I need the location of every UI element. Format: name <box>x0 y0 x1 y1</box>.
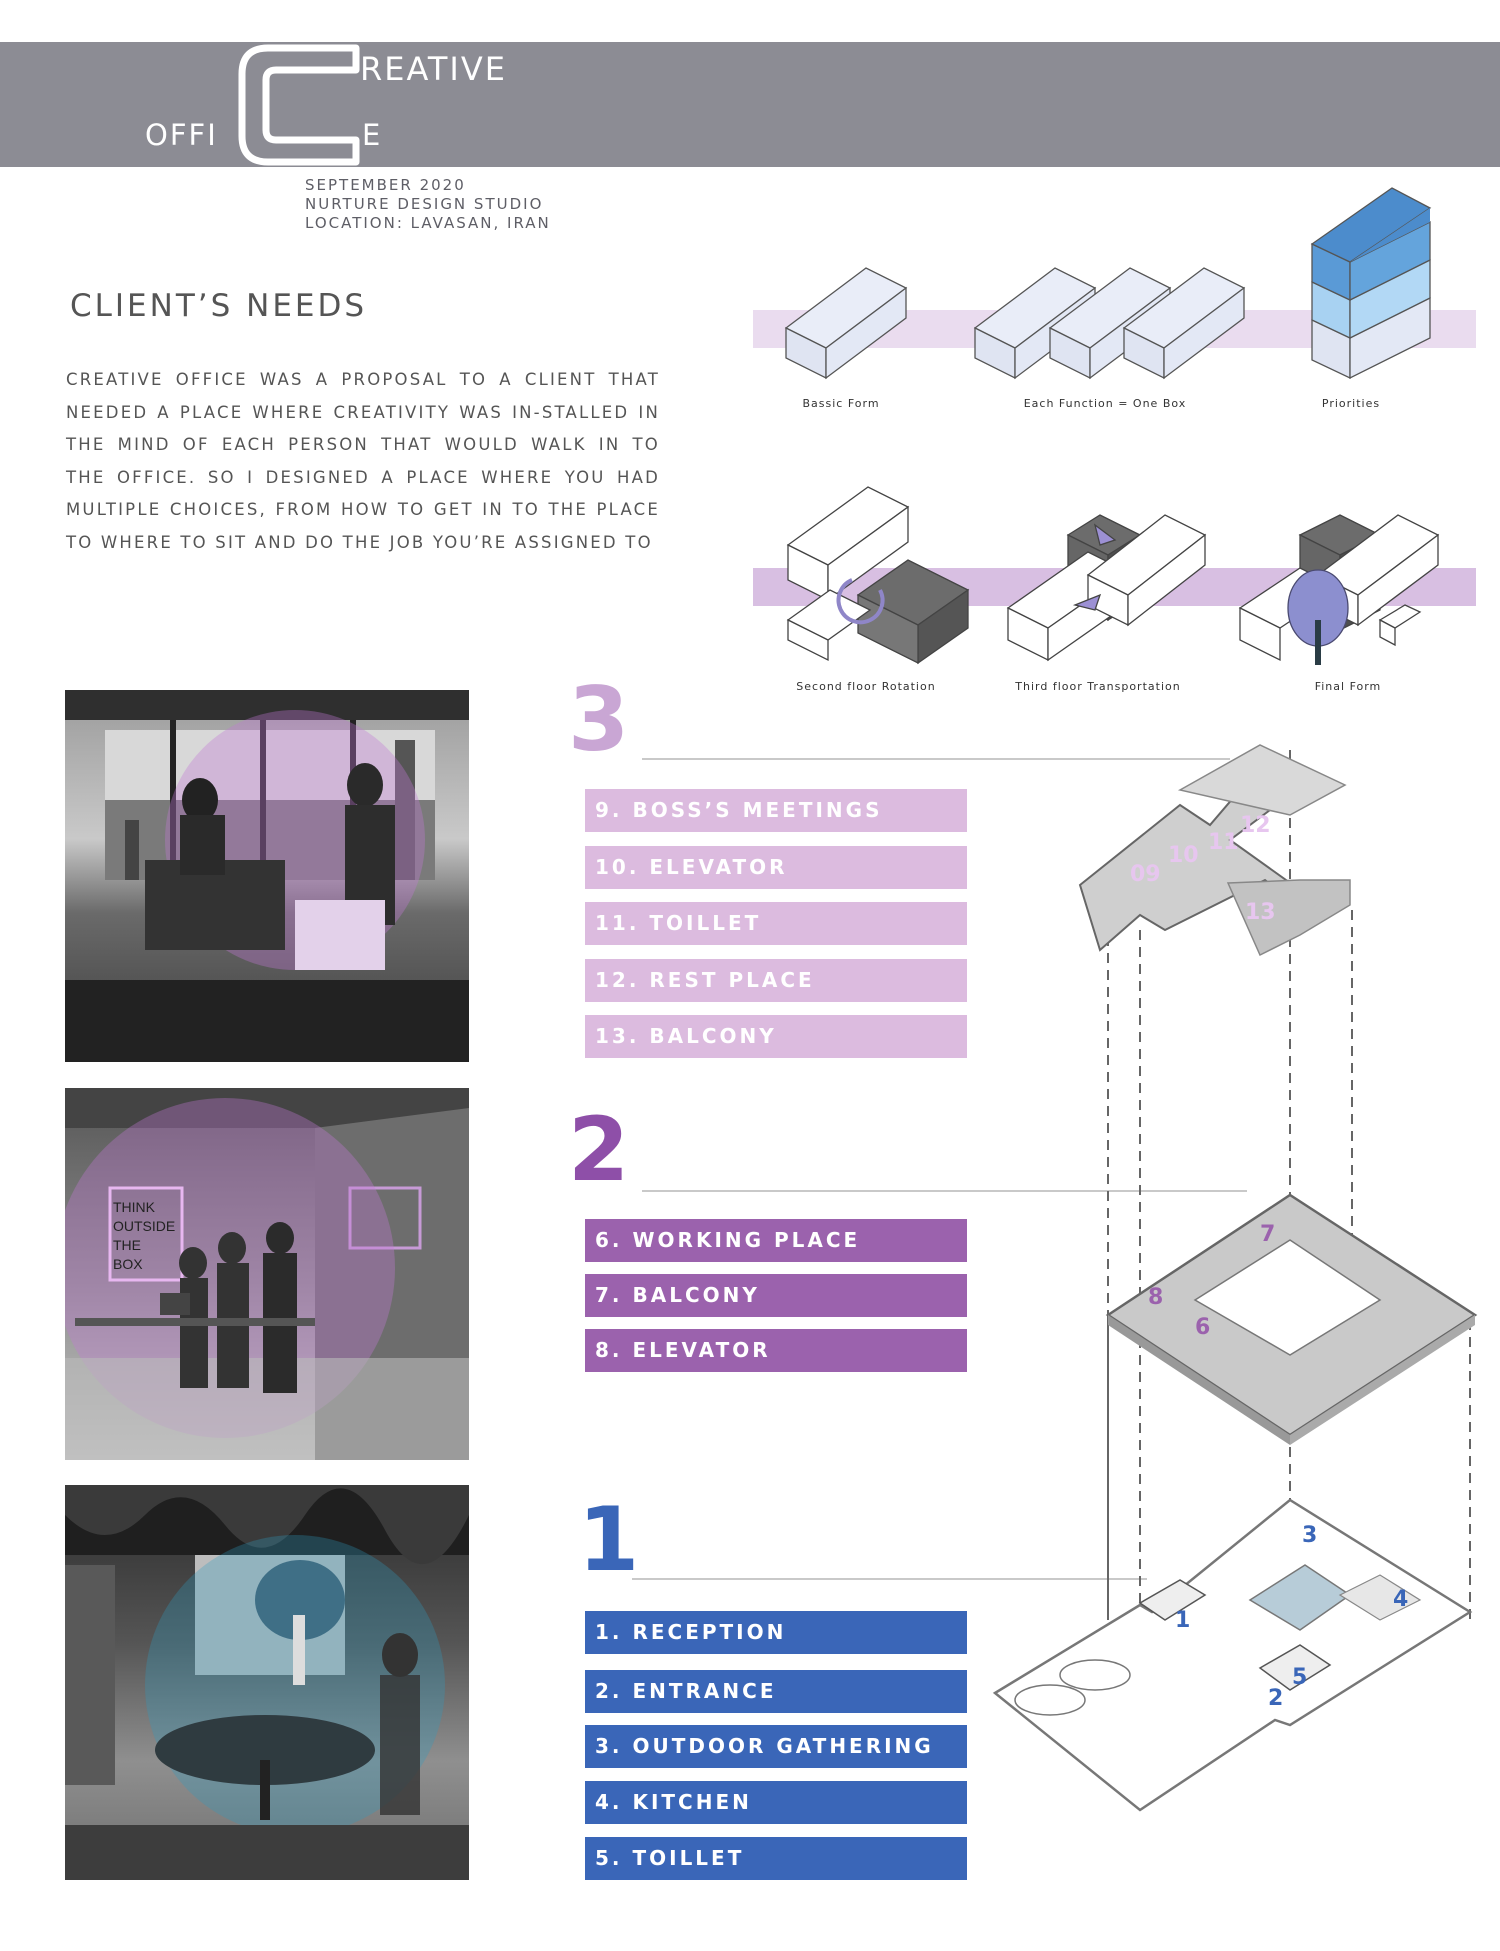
plan-num-8: 8 <box>1148 1285 1164 1310</box>
floor-2-label-6: 6. WORKING PLACE <box>585 1219 967 1262</box>
needs-heading: CLIENT’S NEEDS <box>70 288 368 324</box>
render-lounge <box>65 1485 469 1880</box>
plan-num-3: 3 <box>1302 1523 1318 1548</box>
box-each-3 <box>1122 267 1246 380</box>
floor-1-label-2: 2. ENTRANCE <box>585 1670 967 1713</box>
floor-3-number: 3 <box>568 668 630 771</box>
plan-num-1: 1 <box>1175 1608 1191 1633</box>
plan-floor-2 <box>1105 1193 1478 1445</box>
floor-1-label-3: 3. OUTDOOR GATHERING <box>585 1725 967 1768</box>
title-office-right: E <box>362 118 383 152</box>
plan-num-6: 6 <box>1195 1315 1211 1340</box>
plan-num-2: 2 <box>1268 1686 1284 1711</box>
caption-each: Each Function = One Box <box>1023 397 1187 410</box>
box-priorities <box>1310 187 1432 380</box>
render-boss-office-art <box>65 690 469 1062</box>
plan-num-5: 5 <box>1292 1665 1308 1690</box>
title-office-left: OFFI <box>145 118 218 152</box>
floor-1-number: 1 <box>578 1488 640 1591</box>
render-lounge-art <box>65 1485 469 1880</box>
plan-num-12: 12 <box>1240 813 1271 838</box>
floor-3-label-11: 11. TOILLET <box>585 902 967 945</box>
big-c-logo <box>238 44 360 166</box>
box-transport <box>1006 514 1207 662</box>
needs-paragraph: Creative office was a proposal to a clie… <box>66 370 660 552</box>
floor-3-label-12: 12. REST PLACE <box>585 959 967 1002</box>
caption-basic: Bassic Form <box>802 397 880 410</box>
box-basic <box>784 267 908 380</box>
neon-sign-frame <box>108 1186 184 1282</box>
floor-3-label-13: 13. BALCONY <box>585 1015 967 1058</box>
plan-num-11: 11 <box>1208 830 1239 855</box>
plan-num-13: 13 <box>1245 900 1276 925</box>
render-boss-office <box>65 690 469 1062</box>
floor-1-rule <box>632 1578 1147 1580</box>
project-meta: SEPTEMBER 2020 NURTURE DESIGN STUDIO LOC… <box>305 176 551 233</box>
meta-date: SEPTEMBER 2020 <box>305 176 466 194</box>
render-working-place: THINK OUTSIDE THE BOX <box>65 1088 469 1460</box>
title-office: OFFI E <box>145 118 380 152</box>
floor-2-rule <box>642 1190 1247 1192</box>
caption-priorities: Priorities <box>1321 397 1381 410</box>
meta-location: LOCATION: LAVASAN, IRAN <box>305 214 551 232</box>
neon-sign-text: THINK OUTSIDE THE BOX <box>113 1198 175 1274</box>
floor-3-label-9: 9. BOSS’S MEETINGS <box>585 789 967 832</box>
sign-line-3: THE <box>113 1237 141 1253</box>
box-final <box>1238 514 1440 665</box>
caption-final: Final Form <box>1314 680 1382 693</box>
floor-1-label-1: 1. RECEPTION <box>585 1611 967 1654</box>
form-diagrams <box>753 187 1476 665</box>
plan-num-7: 7 <box>1260 1222 1276 1247</box>
title-creative: REATIVE <box>360 50 507 88</box>
sign-line-2: OUTSIDE <box>113 1218 176 1234</box>
floor-2-label-8: 8. ELEVATOR <box>585 1329 967 1372</box>
floor-1-label-4: 4. KITCHEN <box>585 1781 967 1824</box>
floor-2-number: 2 <box>568 1098 630 1201</box>
plan-floor-1 <box>992 1498 1473 1812</box>
sign-line-4: BOX <box>113 1256 143 1272</box>
meta-studio: NURTURE DESIGN STUDIO <box>305 195 544 213</box>
caption-rotation: Second floor Rotation <box>796 680 936 693</box>
plan-num-4: 4 <box>1393 1587 1409 1612</box>
floor-3-label-10: 10. ELEVATOR <box>585 846 967 889</box>
floor-2-label-7: 7. BALCONY <box>585 1274 967 1317</box>
plan-floor-3 <box>1078 744 1351 957</box>
plan-num-09: 09 <box>1130 862 1161 887</box>
caption-transport: Third floor Transportation <box>1015 680 1181 693</box>
plan-num-10: 10 <box>1168 843 1199 868</box>
sign-line-1: THINK <box>113 1199 155 1215</box>
floor-3-rule <box>642 758 1230 760</box>
box-rotation <box>786 486 970 665</box>
render-working-place-art <box>65 1088 469 1460</box>
floor-1-label-5: 5. TOILLET <box>585 1837 967 1880</box>
